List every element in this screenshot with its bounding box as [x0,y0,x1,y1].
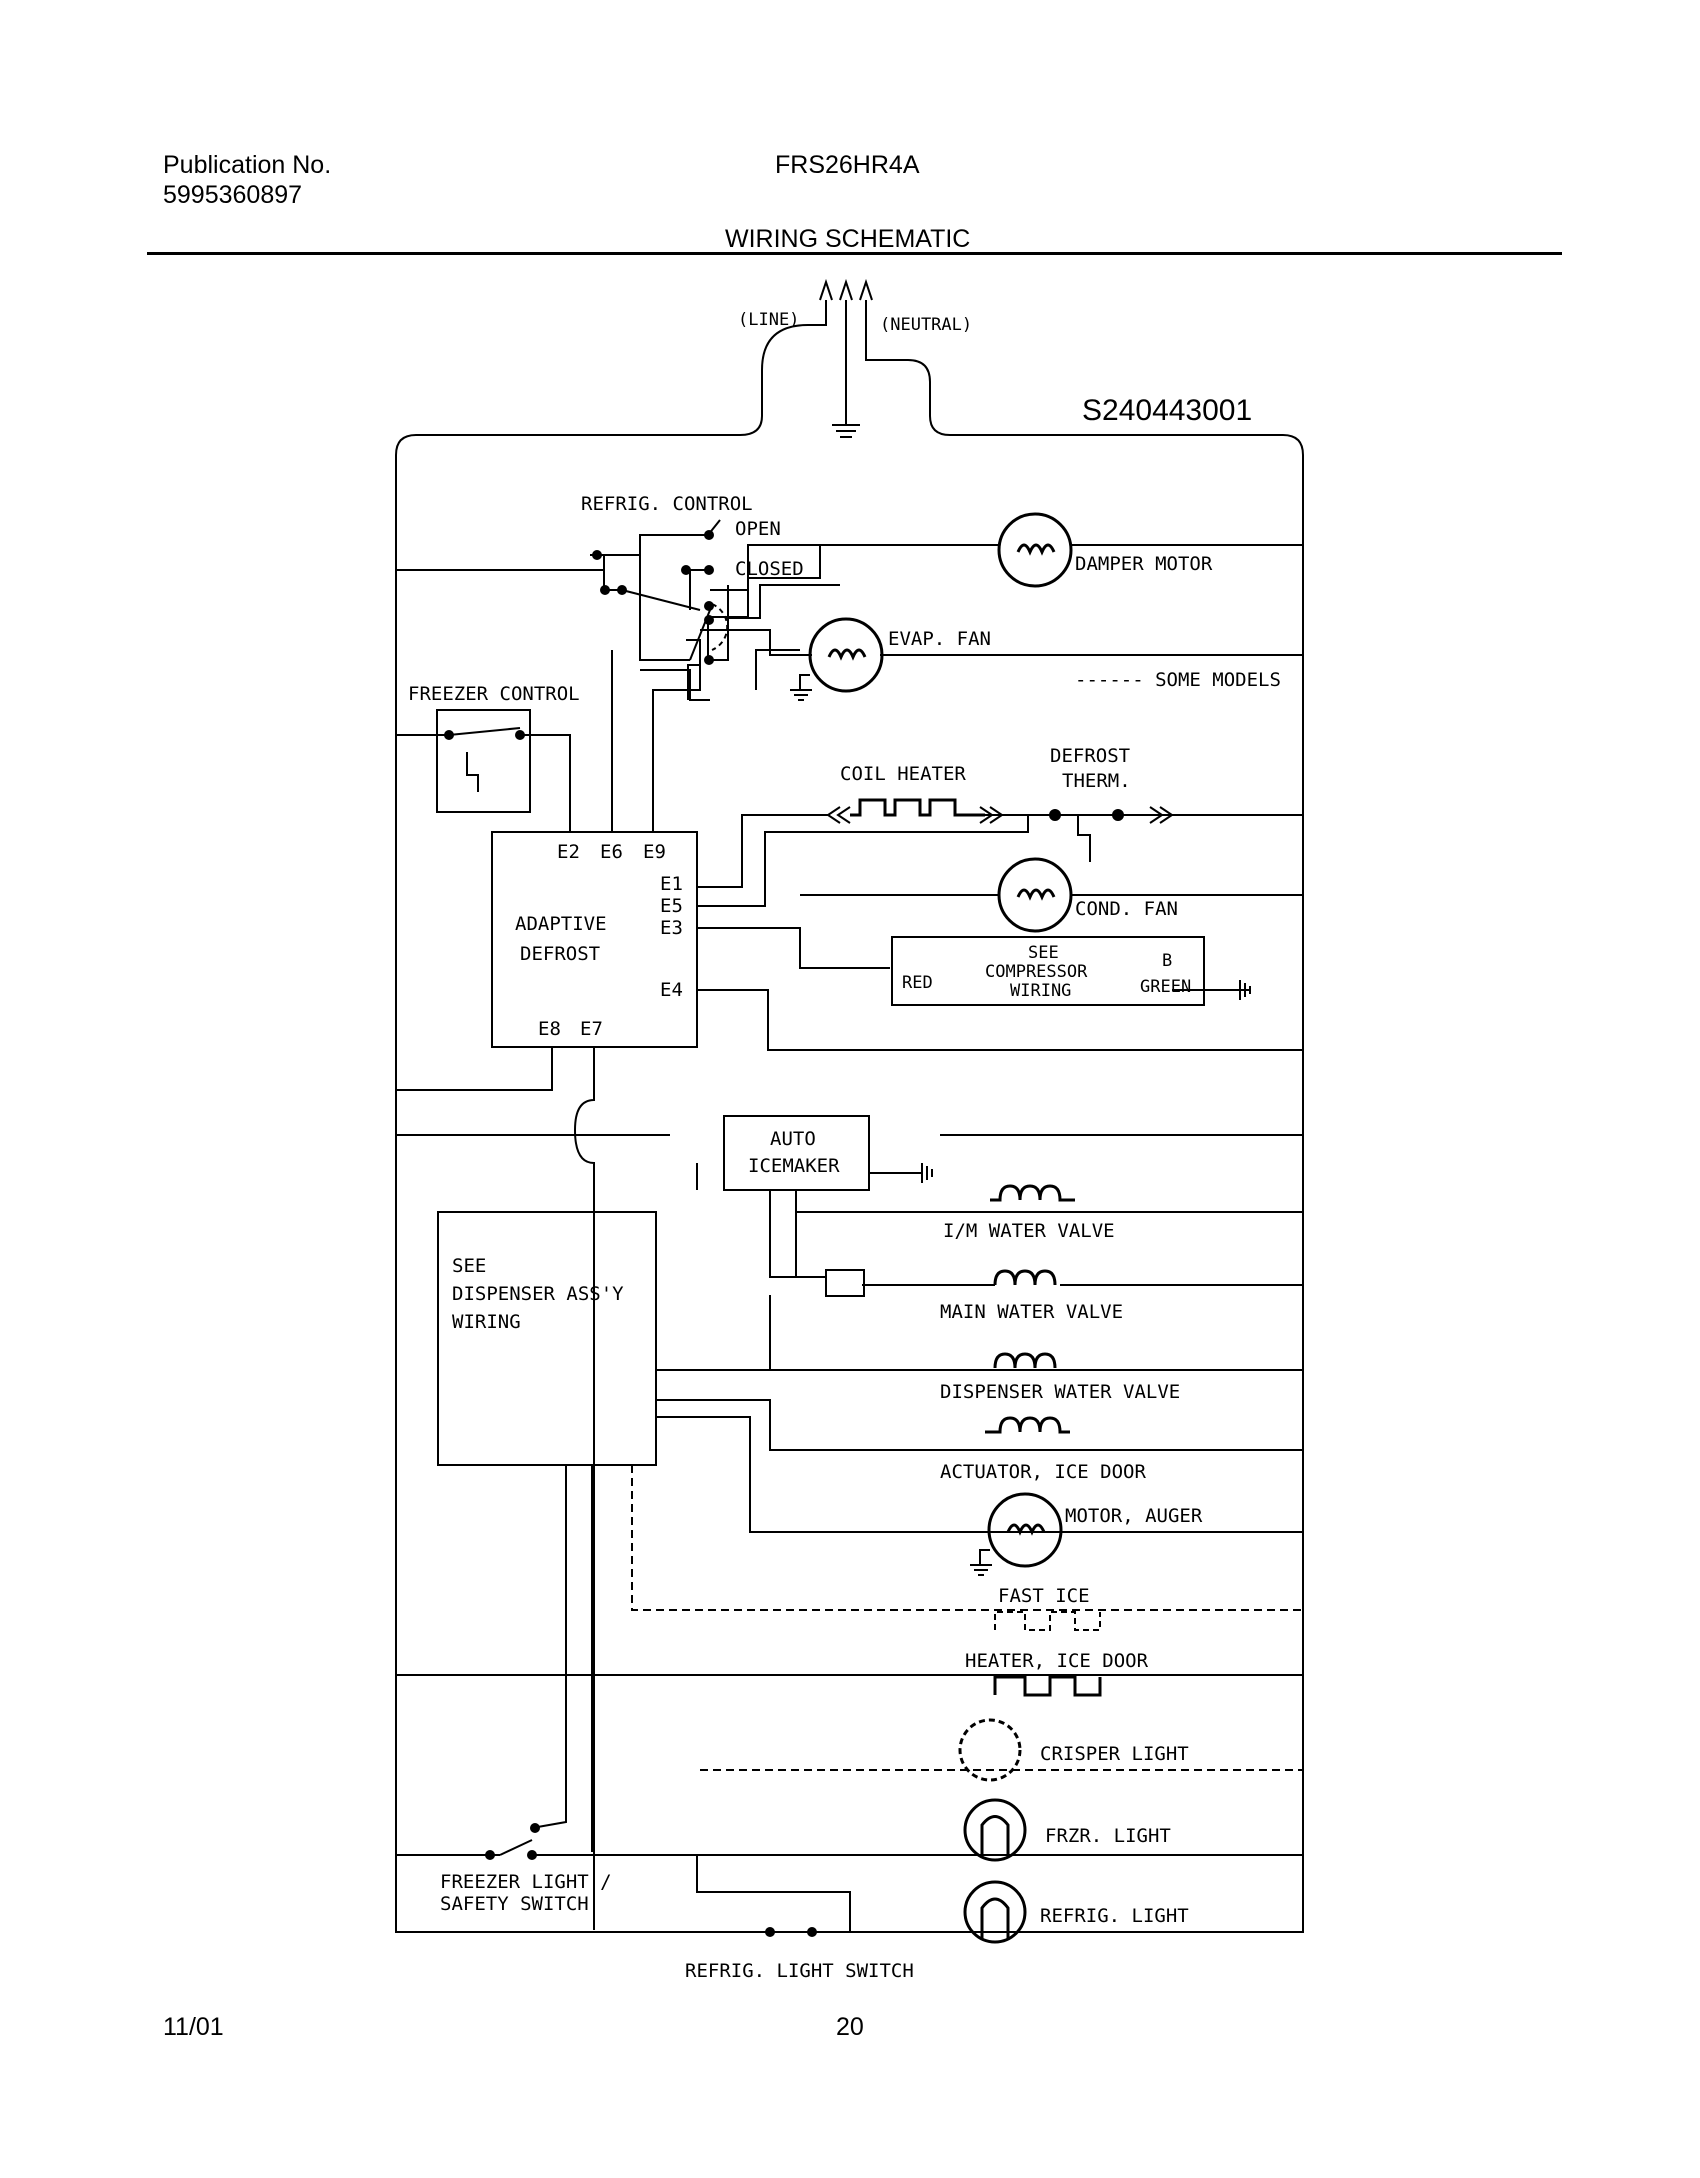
safety-switch-label: SAFETY SWITCH [440,1893,589,1915]
refrig-light-label: REFRIG. LIGHT [1040,1905,1189,1927]
fast-ice-label: FAST ICE [998,1585,1090,1607]
model-number: FRS26HR4A [775,151,920,179]
defrost-therm-label: DEFROST [1050,745,1130,767]
frzr-light-filament [980,1815,1010,1858]
motor-auger-coil [1006,1523,1046,1536]
header-rule [147,252,1562,255]
water-valve-connector [825,1269,865,1297]
crisper-light-bulb [958,1718,1022,1782]
crisper-light-label: CRISPER LIGHT [1040,1743,1189,1765]
evap-fan-coil [827,648,867,661]
some-models-legend: ------ SOME MODELS [1075,669,1281,691]
im-water-valve-label: I/M WATER VALVE [943,1220,1115,1242]
cond-fan-symbol [997,857,1073,933]
defrost-therm-connector [1149,806,1174,824]
terminal-e7: E7 [580,1018,603,1040]
terminal-e3: E3 [660,917,683,939]
ground-symbols [790,674,992,1576]
fast-ice-heater [994,1611,1101,1631]
compressor-wiring-label: WIRING [1010,981,1071,1001]
freezer-light-label: FREEZER LIGHT / [440,1871,612,1893]
auto-icemaker-label-2: ICEMAKER [748,1155,840,1177]
cond-fan-coil [1016,888,1056,901]
compressor-see-label: SEE [1028,943,1059,963]
evap-fan-symbol [808,617,884,693]
terminal-e2: E2 [557,841,580,863]
terminal-e1: E1 [660,873,683,895]
page-number: 20 [836,2013,864,2041]
wire-crossovers [684,1363,710,1371]
dispenser-wiring-label: WIRING [452,1311,521,1333]
damper-motor-symbol [997,512,1073,588]
publication-number: 5995360897 [163,181,303,209]
heater-ice-door-element [993,1675,1102,1697]
closed-label: CLOSED [735,558,804,580]
motor-auger-symbol [987,1492,1063,1568]
line-label: (LINE) [738,310,799,330]
coil-heater-element [850,798,985,817]
compressor-label: COMPRESSOR [985,962,1088,982]
red-wire-label: RED [902,973,933,993]
motor-auger-label: MOTOR, AUGER [1065,1505,1203,1527]
auto-icemaker-label: AUTO [770,1128,816,1150]
terminal-e4: E4 [660,979,683,1001]
damper-motor-label: DAMPER MOTOR [1075,553,1213,575]
dispenser-see-label: SEE [452,1255,486,1277]
actuator-ice-door-label: ACTUATOR, ICE DOOR [940,1461,1146,1483]
terminal-e5: E5 [660,895,683,917]
coil-heater-connector-right [979,806,1004,824]
adaptive-defrost-label: ADAPTIVE [515,913,607,935]
coil-heater-connector-left [826,806,851,824]
power-input-arrows [819,278,873,301]
freezer-control-label: FREEZER CONTROL [408,683,580,705]
terminal-e8: E8 [538,1018,561,1040]
refrig-light-bulb [963,1880,1027,1944]
actuator-ice-door-coil [985,1416,1070,1434]
footer-date: 11/01 [163,2013,224,2041]
drawing-number: S240443001 [1082,394,1252,427]
page-title: WIRING SCHEMATIC [725,225,971,253]
components [808,278,1174,1944]
neutral-label: (NEUTRAL) [880,315,972,335]
dispenser-water-valve-coil [993,1352,1057,1369]
damper-motor-coil [1016,543,1056,556]
refrig-light-switch-label: REFRIG. LIGHT SWITCH [685,1960,914,1982]
frzr-light-bulb [963,1798,1027,1862]
cond-fan-label: COND. FAN [1075,898,1178,920]
refrig-control-label: REFRIG. CONTROL [581,493,753,515]
adaptive-defrost-label-2: DEFROST [520,943,600,965]
publication-label: Publication No. [163,151,332,179]
b-label: B [1162,951,1172,971]
evap-fan-label: EVAP. FAN [888,628,991,650]
open-label: OPEN [735,518,781,540]
im-water-valve-coil [990,1184,1075,1202]
main-water-valve-label: MAIN WATER VALVE [940,1301,1123,1323]
frzr-light-label: FRZR. LIGHT [1045,1825,1171,1847]
main-water-valve-coil [993,1269,1057,1286]
terminal-e6: E6 [600,841,623,863]
dispenser-assy-label: DISPENSER ASS'Y [452,1283,624,1305]
wires [395,300,1304,1933]
green-wire-label: GREEN [1140,977,1191,997]
dispenser-water-valve-label: DISPENSER WATER VALVE [940,1381,1180,1403]
refrig-light-filament [980,1897,1010,1940]
contacts [444,530,1124,1937]
coil-heater-label: COIL HEATER [840,763,966,785]
defrost-therm-label-2: THERM. [1062,770,1131,792]
terminal-e9: E9 [643,841,666,863]
heater-ice-door-label: HEATER, ICE DOOR [965,1650,1149,1672]
